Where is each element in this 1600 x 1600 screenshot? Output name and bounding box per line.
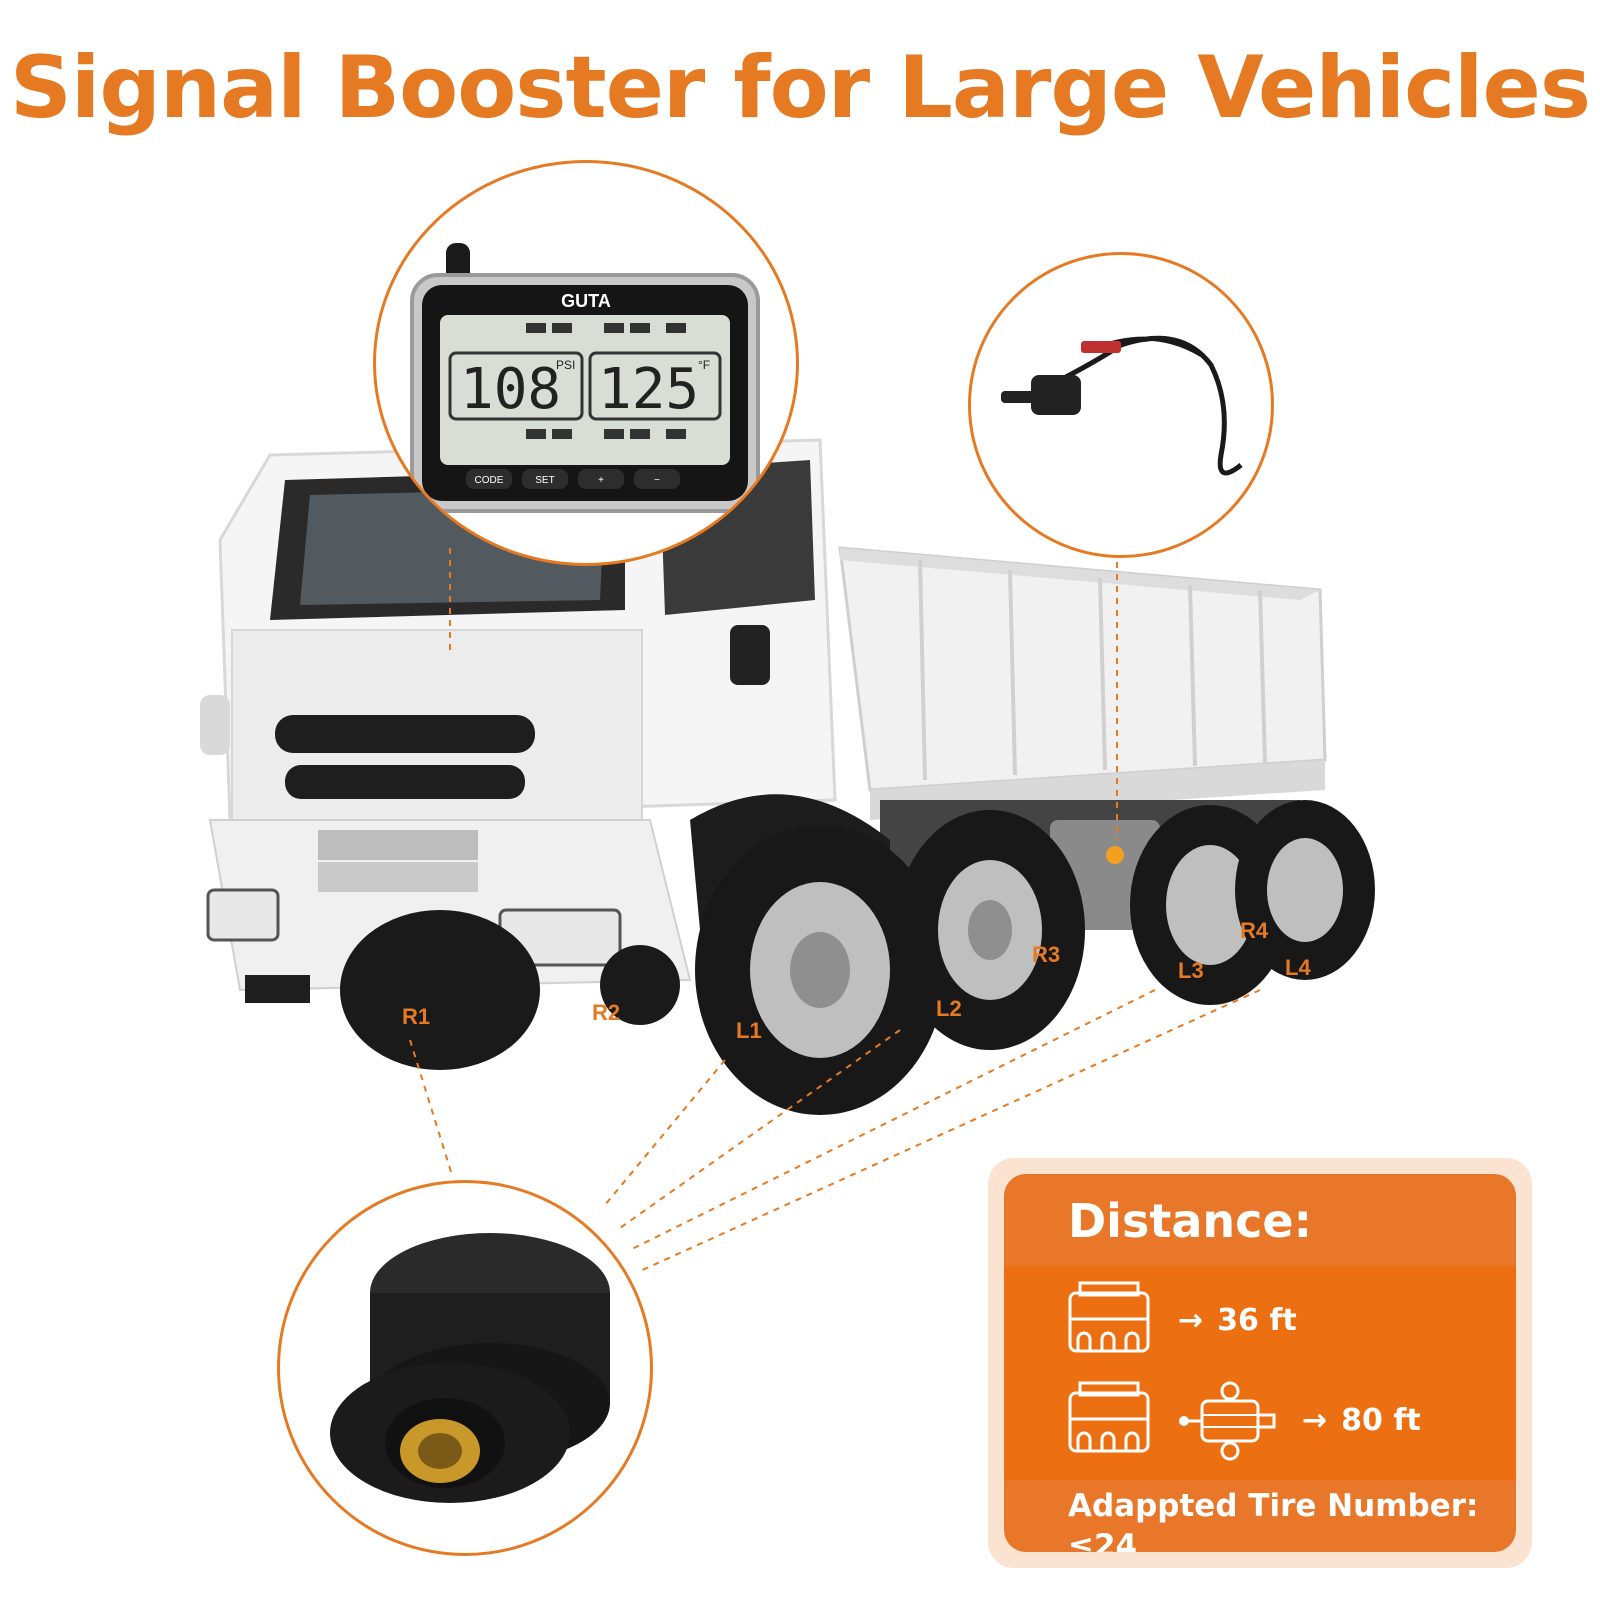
adapted-label: Adappted Tire Number: xyxy=(1068,1488,1479,1524)
minus-button[interactable]: − xyxy=(654,475,660,486)
tire-label-r2: R2 xyxy=(592,1000,620,1025)
distance-value-2: 80 ft xyxy=(1341,1402,1421,1438)
tire-label-l3: L3 xyxy=(1178,958,1204,983)
tire-sensor-icon xyxy=(330,1233,610,1503)
tire-label-r3: R3 xyxy=(1032,942,1060,967)
sensor-callout xyxy=(277,1180,653,1556)
pressure-unit: PSI xyxy=(556,358,575,372)
signal-booster-icon xyxy=(1001,335,1243,476)
adapted-tire-number: Adappted Tire Number: ≤24 xyxy=(1068,1486,1508,1552)
distance-panel-inner: Distance: → 36 ft xyxy=(1004,1174,1516,1552)
adapted-value: ≤24 xyxy=(1068,1528,1138,1552)
tire-label-r1: R1 xyxy=(402,1004,430,1029)
distance-panel: Distance: → 36 ft xyxy=(988,1158,1532,1568)
booster-callout xyxy=(968,252,1274,558)
set-button[interactable]: SET xyxy=(535,475,554,486)
temperature-value: 125 xyxy=(598,357,699,422)
booster-icon xyxy=(1179,1381,1276,1461)
monitor-brand: GUTA xyxy=(561,291,611,311)
wheels xyxy=(340,800,1375,1115)
plus-button[interactable]: + xyxy=(598,475,604,486)
truck-with-booster-icon xyxy=(1068,1381,1150,1453)
tire-label-r4: R4 xyxy=(1240,918,1269,943)
page-title: Signal Booster for Large Vehicles xyxy=(9,38,1591,138)
arrow-2: → xyxy=(1302,1402,1328,1438)
tire-label-l1: L1 xyxy=(736,1018,762,1043)
code-button[interactable]: CODE xyxy=(475,475,504,486)
arrow-1: → xyxy=(1178,1302,1204,1338)
tire-label-l4: L4 xyxy=(1285,955,1311,980)
monitor-callout: GUTA 108 PSI 125 °F CODE SET + − xyxy=(373,160,799,566)
tire-label-l2: L2 xyxy=(936,996,962,1021)
distance-row-booster: → 80 ft xyxy=(1064,1372,1421,1468)
distance-rows: → 36 ft xyxy=(1004,1266,1516,1480)
monitor-device: GUTA 108 PSI 125 °F CODE SET + − xyxy=(410,243,760,513)
distance-row-standard: → 36 ft xyxy=(1064,1272,1297,1368)
distance-value-1: 36 ft xyxy=(1217,1302,1297,1338)
leader-lines xyxy=(409,548,1261,1273)
temperature-unit: °F xyxy=(698,358,710,372)
pressure-value: 108 xyxy=(460,357,561,422)
distance-heading: Distance: xyxy=(1068,1194,1312,1248)
truck-icon xyxy=(1068,1281,1150,1353)
